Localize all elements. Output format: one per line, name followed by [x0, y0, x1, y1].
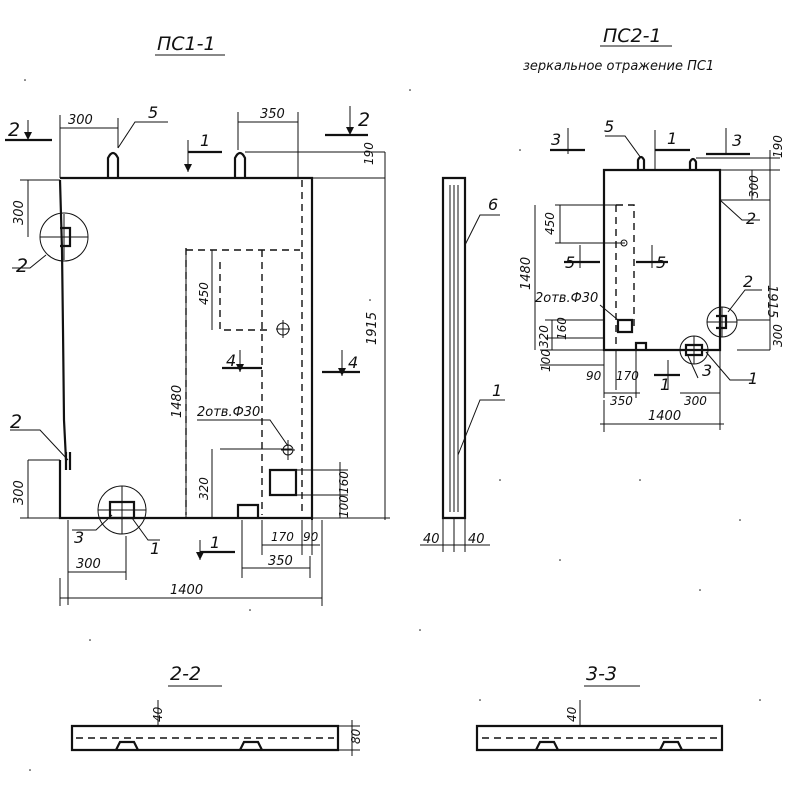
ps1-dim-300-left: 300	[12, 200, 27, 225]
ps2-dim-320: 320	[537, 325, 551, 348]
side-view: 6 1 40 40	[420, 176, 505, 552]
ps1-section-mark-1-top: 1	[200, 131, 210, 150]
ps1-dim-160: 160	[337, 471, 351, 494]
ps1-dim-1400: 1400	[170, 583, 203, 598]
title-ps1: ПС1-1	[157, 33, 216, 55]
ps1-bottom-plate	[236, 503, 260, 518]
ps1-dim-300-bottom: 300	[76, 557, 101, 572]
ps1-detail-circle-top	[39, 212, 89, 262]
ps2-elevation: 3 1 3 5 190 300 2 1915 2 300 450 1480 5 …	[519, 117, 785, 432]
side-dim-40a: 40	[423, 532, 440, 547]
ps1-dim-350-top: 350	[260, 107, 285, 122]
ps2-dim-450: 450	[543, 212, 557, 235]
ps1-section-mark-1-bottom: 1	[210, 533, 220, 552]
section-3-3-title: 3-3	[586, 663, 617, 685]
ps1-dim-170: 170	[271, 530, 294, 544]
ps2-callout-5: 5	[604, 117, 614, 136]
side-dim-40b: 40	[468, 532, 485, 547]
section-2-2: 2-2 40 80	[70, 663, 363, 756]
ps2-dim-160: 160	[555, 317, 569, 340]
side-callout-6: 6	[488, 195, 498, 214]
ps2-section-mark-1-top: 1	[667, 129, 677, 148]
ps2-dim-1480: 1480	[519, 257, 534, 290]
ps2-detail-circle-bottom	[679, 335, 709, 365]
ps2-callout-1: 1	[748, 369, 758, 388]
ps2-dim-300: 300	[684, 394, 707, 408]
ps2-callout-3: 3	[702, 361, 712, 380]
ps1-slot	[268, 468, 298, 497]
ps1-elevation: 300 5 350 2 1 2 190 1915 300 2	[5, 103, 390, 606]
side-callout-1: 1	[492, 381, 502, 400]
ps2-dim-350: 350	[610, 394, 633, 408]
ps2-dim-170: 170	[616, 369, 639, 383]
ps1-opening-dashed	[219, 262, 272, 331]
section-2-2-dim-80: 80	[349, 728, 363, 744]
ps1-dim-1480: 1480	[170, 385, 185, 418]
ps1-dim-300-top: 300	[68, 113, 93, 128]
ps1-section-mark-4-left: 4	[226, 351, 236, 370]
ps1-callout-1: 1	[150, 539, 160, 558]
ps1-dim-320: 320	[197, 477, 211, 500]
paper-speckles	[24, 79, 761, 771]
ps2-detail-circle-right	[706, 306, 738, 338]
ps2-section-mark-3-left: 3	[551, 130, 561, 149]
ps1-dim-90: 90	[303, 530, 319, 544]
ps2-holes-label: 2отв.Ф30	[535, 291, 598, 306]
ps2-dim-300-top: 300	[747, 175, 761, 198]
ps2-dim-300-right: 300	[771, 324, 785, 347]
section-3-3-dim-40: 40	[565, 706, 579, 722]
ps1-dim-190: 190	[362, 142, 376, 165]
ps1-callout-3: 3	[74, 528, 84, 547]
section-3-3-outline	[475, 724, 724, 752]
ps1-callout-2a: 2	[16, 255, 28, 277]
ps1-lifting-lug-left	[106, 151, 120, 178]
ps2-callout-2b: 2	[743, 272, 753, 291]
ps2-dim-100: 100	[539, 349, 553, 372]
ps1-dim-100: 100	[337, 495, 351, 518]
ps1-section-mark-4-right: 4	[348, 353, 358, 372]
ps2-dim-1400: 1400	[648, 409, 681, 424]
ps1-dim-300-bottom-left: 300	[12, 480, 27, 505]
ps1-dim-350-bottom: 350	[268, 554, 293, 569]
title-ps2-note: зеркальное отражение ПС1	[523, 59, 714, 74]
ps2-section-mark-5-left: 5	[565, 253, 575, 272]
ps1-lifting-lug-right	[233, 151, 247, 178]
ps1-callout-2b: 2	[10, 411, 22, 433]
ps1-section-mark-2-left: 2	[8, 119, 20, 141]
ps1-dim-450: 450	[197, 282, 211, 305]
ps2-section-mark-1-bottom: 1	[660, 375, 670, 394]
section-2-2-dim-40: 40	[151, 706, 165, 722]
ps2-dim-1915: 1915	[764, 285, 779, 318]
ps2-section-mark-3-right: 3	[732, 131, 742, 150]
title-ps2: ПС2-1	[603, 25, 662, 47]
ps2-section-mark-5-right: 5	[656, 253, 666, 272]
ps1-section-mark-2-right: 2	[358, 109, 370, 131]
ps1-dim-1915: 1915	[365, 312, 380, 345]
section-2-2-title: 2-2	[170, 663, 201, 685]
ps2-callout-2a: 2	[746, 209, 756, 228]
ps1-callout-5: 5	[148, 103, 158, 122]
ps1-holes-label: 2отв.Ф30	[197, 405, 260, 420]
ps2-dim-90: 90	[586, 369, 602, 383]
ps2-dim-190: 190	[771, 135, 785, 158]
section-3-3: 3-3 40	[475, 663, 724, 752]
